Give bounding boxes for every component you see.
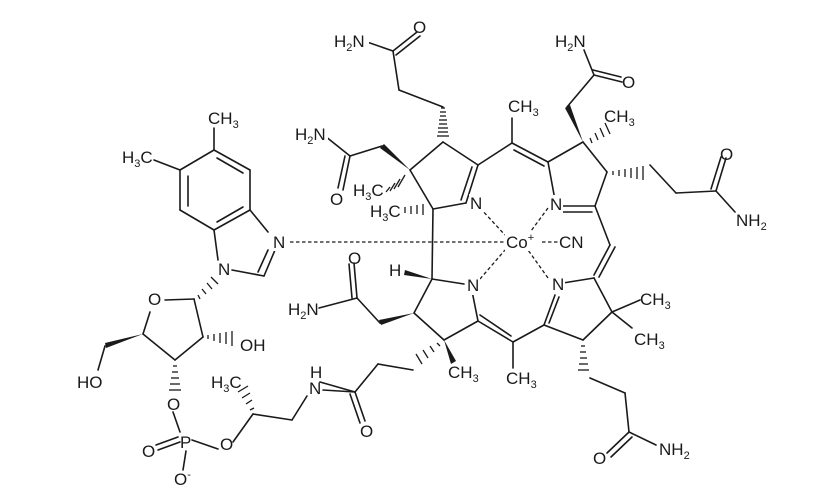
amide-top-left-oxygen-label: O [413,18,426,37]
ring-d-nitrogen-label: N [467,276,479,295]
cobalt-label: Co+ [506,232,534,252]
ring-a-nitrogen-label: N [470,194,482,213]
atom-labels: H2N O H2N O H3C H3C CH3 H2N O CH3 O NH2 … [77,18,767,489]
linker-amide-oxygen-label: O [360,422,373,441]
bonds [97,31,736,471]
amide-top-left-nh2-label: H2N [334,32,365,54]
ring-c-nitrogen-label: N [552,275,564,294]
benzimidazole-n3-label: N [273,233,285,252]
ring-hydrogen-label: H [389,261,401,280]
ribose-hydroxyl-label: OH [240,336,266,355]
methyl-a1-label: H3C [353,181,384,203]
benzimidazole-n1-label: N [218,260,230,279]
methyl-c-wedge-label: CH3 [448,363,479,385]
phosphate-ester-oxygen-1-label: O [167,395,180,414]
cyanide-label: CN [559,233,584,252]
linker-nh-hydrogen-label: H [310,363,322,382]
gem-methyl-1-label: CH3 [640,290,671,312]
methyl-a2-label: H3C [370,202,401,224]
phosphate-anionic-oxygen-label: O- [174,469,191,489]
amide-left-oxygen-label: O [330,190,343,209]
phosphate-double-oxygen-label: O [142,442,155,461]
amide-bottom-right-nh2-label: NH2 [659,440,690,462]
benzimidazole-methyl-left-label: H3C [122,148,153,170]
ribose-ring-oxygen-label: O [148,290,161,309]
coordination-bonds [290,207,558,280]
ribose-hydroxymethyl-label: HO [77,373,103,392]
benzimidazole-methyl-top-label: CH3 [208,109,239,131]
phosphate-ester-oxygen-2-label: O [220,435,233,454]
linker-nh-nitrogen-label: N [309,379,321,398]
amide-right-oxygen-label: O [720,145,733,164]
gem-methyl-2-label: CH3 [634,330,665,352]
amide-bottom-right-oxygen-label: O [593,449,606,468]
hashed-bonds [169,107,644,411]
amide-lower-left-oxygen-label: O [348,249,361,268]
ring-b-nitrogen-label: N [550,195,562,214]
phosphorus-label: P [180,433,191,452]
amide-lower-left-nh2-label: H2N [288,300,319,322]
methyl-bridge-bottom-label: CH3 [506,369,537,391]
methyl-bridge-top-label: CH3 [508,97,539,119]
propyl-methyl-label: H3C [211,373,242,395]
amide-top-right-nh2-label: H2N [555,32,586,54]
amide-right-nh2-label: NH2 [736,211,767,233]
methyl-b-label: CH3 [604,107,635,129]
amide-top-right-oxygen-label: O [622,73,635,92]
amide-left-nh2-label: H2N [295,125,326,147]
